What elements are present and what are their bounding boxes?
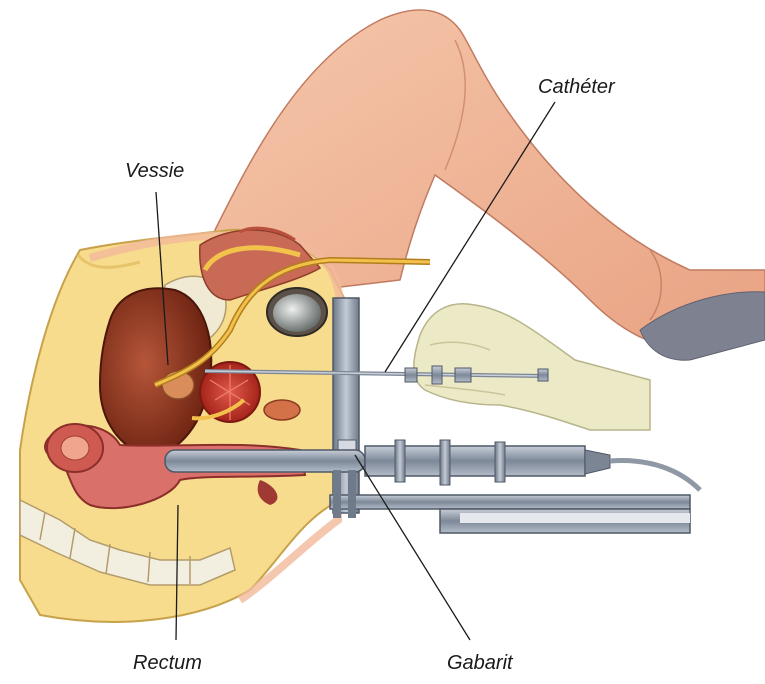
testis bbox=[267, 288, 327, 336]
leader-gabarit bbox=[355, 455, 470, 640]
label-vessie: Vessie bbox=[125, 160, 184, 183]
gloved-hand bbox=[414, 304, 650, 430]
label-rectum: Rectum bbox=[133, 652, 202, 675]
seminal-vesicle bbox=[264, 400, 300, 420]
label-gabarit: Gabarit bbox=[447, 652, 513, 675]
label-catheter: Cathéter bbox=[538, 76, 615, 99]
